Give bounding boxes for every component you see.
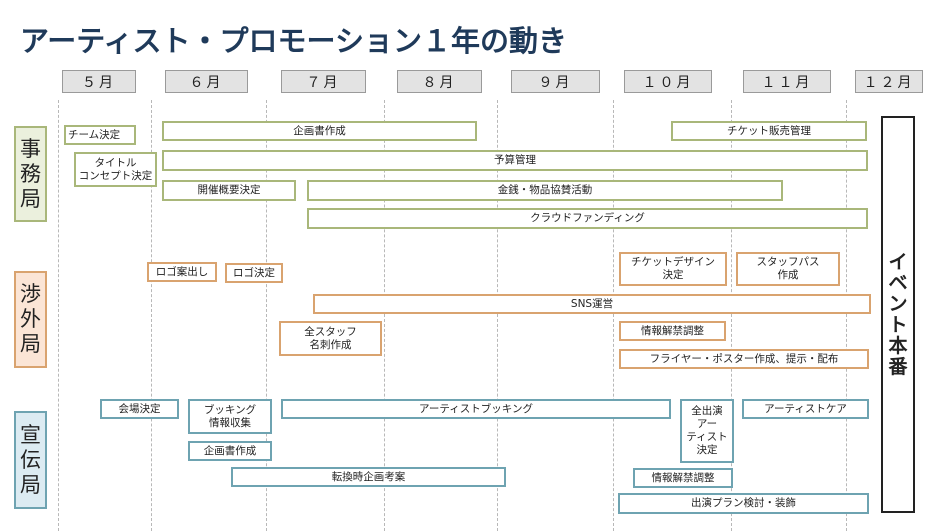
task-flyer-poster: フライヤー・ポスター作成、提示・配布 bbox=[619, 349, 869, 369]
task-performance-plan: 出演プラン検討・装飾 bbox=[618, 493, 869, 514]
month-header-december: １２月 bbox=[855, 70, 923, 93]
task-staff-cards: 全スタッフ 名刺作成 bbox=[279, 321, 382, 356]
task-team-decision: チーム決定 bbox=[64, 125, 136, 145]
month-header-may: ５月 bbox=[62, 70, 136, 93]
department-char: 局 bbox=[20, 186, 41, 211]
month-divider bbox=[497, 100, 498, 531]
month-header-november: １１月 bbox=[743, 70, 831, 93]
department-char: 局 bbox=[20, 332, 41, 356]
event-main: イ ベ ン ト 本 番 bbox=[881, 116, 915, 513]
department-char: 事 bbox=[20, 136, 41, 161]
department-char: 務 bbox=[20, 161, 41, 186]
event-char: 番 bbox=[888, 355, 908, 378]
task-staff-pass: スタッフパス 作成 bbox=[736, 252, 840, 286]
task-venue: 会場決定 bbox=[100, 399, 179, 419]
month-divider bbox=[846, 100, 847, 531]
event-char: ン bbox=[888, 292, 908, 315]
task-artist-booking: アーティストブッキング bbox=[281, 399, 671, 419]
task-sponsorship: 金銭・物品協賛活動 bbox=[307, 180, 783, 201]
task-logo-ideas: ロゴ案出し bbox=[147, 262, 217, 282]
month-divider bbox=[613, 100, 614, 531]
month-header-august: ８月 bbox=[397, 70, 482, 93]
department-shogai: 渉 外 局 bbox=[14, 271, 47, 368]
task-sns: SNS運営 bbox=[313, 294, 871, 314]
department-char: 伝 bbox=[20, 447, 41, 472]
month-divider bbox=[151, 100, 152, 531]
month-header-september: ９月 bbox=[511, 70, 600, 93]
task-info-release-senden: 情報解禁調整 bbox=[633, 468, 733, 488]
task-budget: 予算管理 bbox=[162, 150, 868, 171]
department-jimu: 事 務 局 bbox=[14, 126, 47, 222]
task-info-release: 情報解禁調整 bbox=[619, 321, 726, 341]
task-crowdfunding: クラウドファンディング bbox=[307, 208, 868, 229]
department-char: 宣 bbox=[20, 422, 41, 447]
month-header-october: １０月 bbox=[624, 70, 712, 93]
task-artist-care: アーティストケア bbox=[742, 399, 869, 419]
month-divider bbox=[266, 100, 267, 531]
task-ticket-sales: チケット販売管理 bbox=[671, 121, 867, 141]
department-char: 渉 bbox=[20, 282, 41, 306]
event-char: ト bbox=[888, 313, 908, 336]
event-char: イ bbox=[888, 250, 908, 273]
event-char: 本 bbox=[888, 334, 908, 357]
task-booking-info: ブッキング 情報収集 bbox=[188, 399, 272, 434]
event-char: ベ bbox=[888, 271, 908, 294]
task-logo-decision: ロゴ決定 bbox=[225, 263, 283, 283]
month-divider bbox=[384, 100, 385, 531]
department-senden: 宣 伝 局 bbox=[14, 411, 47, 509]
page-title: アーティスト・プロモーション１年の動き bbox=[20, 24, 567, 58]
task-all-artists: 全出演 アー ティスト 決定 bbox=[680, 399, 734, 463]
department-char: 外 bbox=[20, 307, 41, 331]
task-ticket-design: チケットデザイン 決定 bbox=[619, 252, 727, 286]
task-changeover-plan: 転換時企画考案 bbox=[231, 467, 506, 487]
task-title-concept: タイトル コンセプト決定 bbox=[74, 152, 157, 187]
task-plan-document-senden: 企画書作成 bbox=[188, 441, 272, 461]
month-divider bbox=[58, 100, 59, 531]
month-header-july: ７月 bbox=[281, 70, 366, 93]
task-plan-document: 企画書作成 bbox=[162, 121, 477, 141]
task-overview: 開催概要決定 bbox=[162, 180, 296, 201]
department-char: 局 bbox=[20, 472, 41, 497]
month-divider bbox=[731, 100, 732, 531]
month-header-june: ６月 bbox=[165, 70, 248, 93]
